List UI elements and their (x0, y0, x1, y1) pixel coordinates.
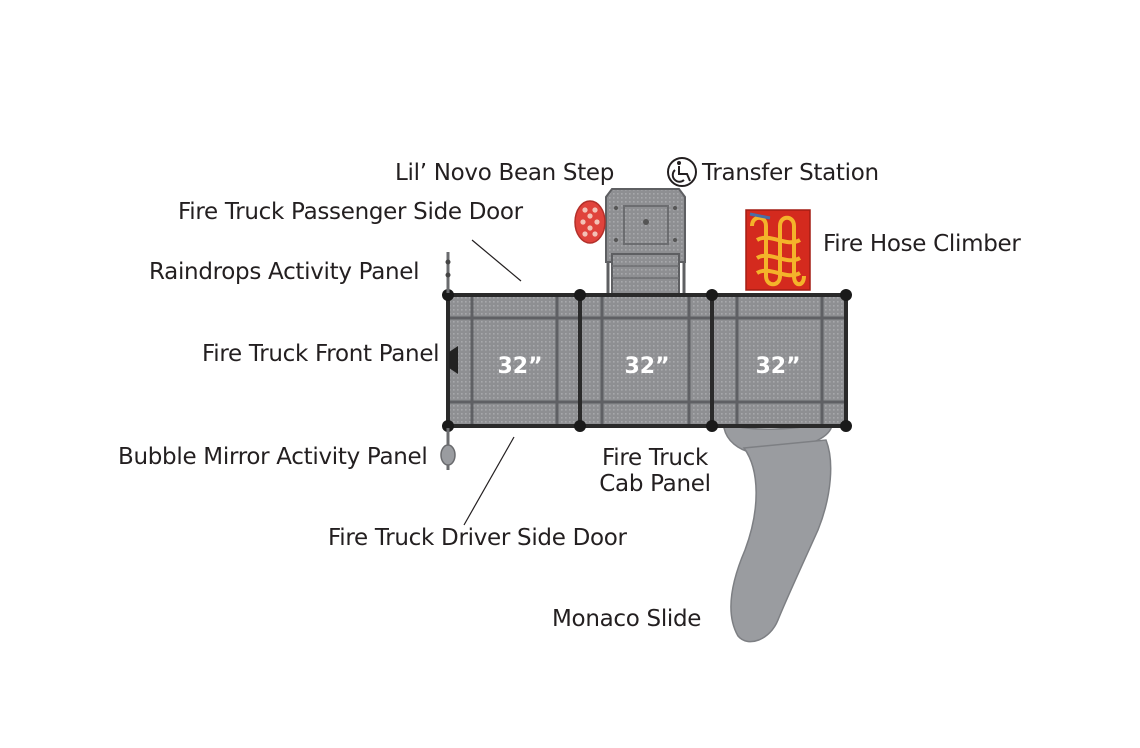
cab-panel-label-line2: Cab Panel (599, 471, 711, 497)
front-panel (449, 346, 458, 374)
wheelchair-icon (667, 157, 697, 187)
passenger-door-leader (471, 239, 522, 282)
raindrops-panel-label: Raindrops Activity Panel (149, 259, 420, 285)
cab-panel-label: Fire Truck Cab Panel (588, 445, 722, 497)
monaco-slide (723, 421, 833, 643)
post (706, 420, 718, 432)
fire-hose-climber-label: Fire Hose Climber (823, 231, 1021, 257)
deck-size-label: 32” (624, 354, 669, 379)
transfer-station (605, 188, 686, 296)
front-panel-label: Fire Truck Front Panel (202, 341, 440, 367)
post (840, 289, 852, 301)
bubble-mirror-label: Bubble Mirror Activity Panel (118, 444, 428, 470)
post (840, 420, 852, 432)
deck-size-label: 32” (497, 354, 542, 379)
transfer-station-label: Transfer Station (702, 160, 879, 186)
post (574, 420, 586, 432)
cab-panel-label-line1: Fire Truck (601, 445, 709, 471)
driver-door-leader (463, 436, 515, 526)
post (442, 289, 454, 301)
bean-step (574, 200, 606, 244)
deck-size-label: 32” (755, 354, 800, 379)
bubble-mirror-panel (440, 428, 456, 470)
fire-hose-climber (745, 209, 811, 291)
deck-assembly: 32” 32” 32” (442, 289, 852, 432)
post (442, 420, 454, 432)
bean-step-label: Lil’ Novo Bean Step (395, 160, 615, 186)
raindrops-panel (445, 252, 451, 293)
post (706, 289, 718, 301)
passenger-door-label: Fire Truck Passenger Side Door (178, 199, 523, 225)
post (574, 289, 586, 301)
driver-door-label: Fire Truck Driver Side Door (328, 525, 627, 551)
monaco-slide-label: Monaco Slide (552, 606, 702, 632)
